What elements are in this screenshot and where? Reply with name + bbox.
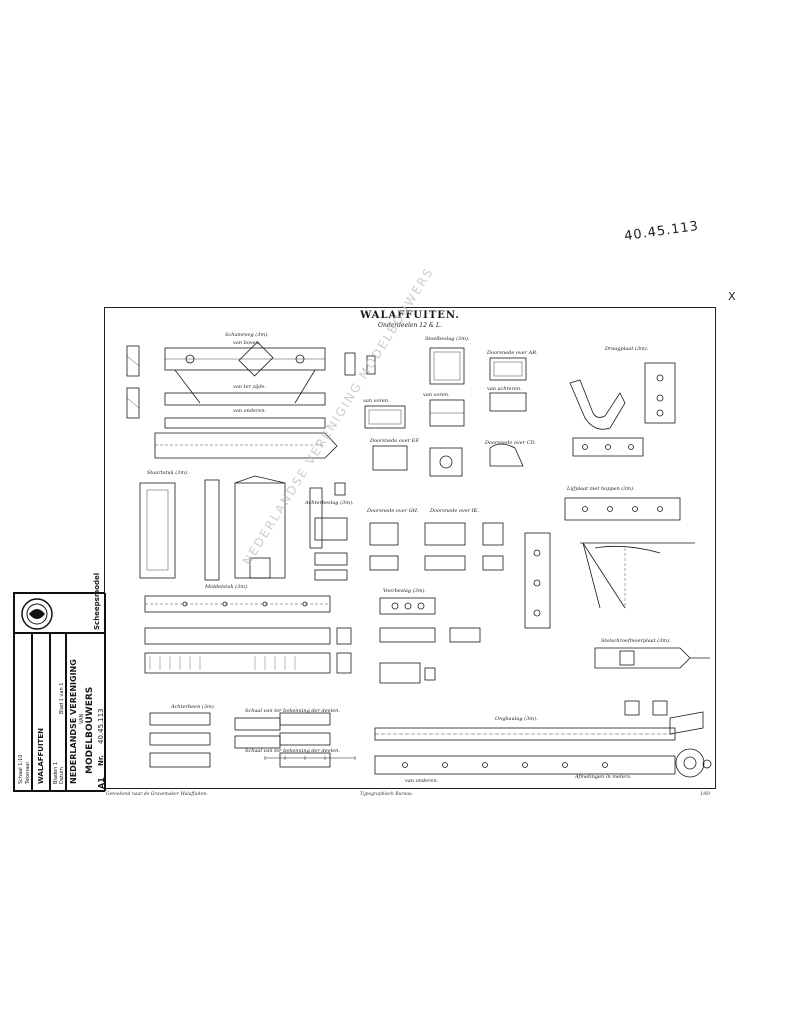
ongkaulag <box>374 700 712 778</box>
label-voorbeslag: Voorbeslag (3m). <box>383 588 427 594</box>
detail-ab <box>126 345 140 419</box>
stoelbeslag <box>364 347 527 477</box>
club-logo-icon <box>21 598 53 630</box>
label-doorsnede-cd: Doorsnede over CD. <box>485 440 536 446</box>
label-van-voren-2: van voren. <box>363 398 390 404</box>
schamel-piece <box>154 341 338 459</box>
label-van-onderen-1: van onderen. <box>233 408 267 414</box>
scale-bars <box>264 756 356 760</box>
field-sheet-of: Blad 1 van 1 <box>59 682 65 714</box>
achterbeslag <box>314 517 504 581</box>
logo-cell: Scheepsmodel <box>14 573 106 633</box>
field-scale: Schaal 1:10 <box>18 754 24 784</box>
label-doorsnede-gh: Doorsnede over GH. <box>367 508 419 514</box>
technical-drawing <box>126 341 712 778</box>
organisation-cell: NEDERLANDSE VERENIGING VAN MODELBOUWERS … <box>66 633 106 791</box>
stelplaat <box>594 647 710 669</box>
drawing-number: 40.45.113 <box>97 708 105 744</box>
label-afmetingen: Afmetingen in meters. <box>575 774 632 780</box>
label-doorsnede-ab: Doorsnede over AB. <box>487 350 538 356</box>
label-lijfplaat: Lijfplaat met hoppen (3m). <box>567 486 635 492</box>
label-achterbeen: Achterbeen (3m). <box>171 704 216 710</box>
archive-number: 40.45.113 <box>623 218 700 245</box>
field-col-3: Bladen 1 Datum Blad 1 van 1 <box>50 633 66 791</box>
drawing-sheet: WALAFFUITEN. Onderdeelen 12 & L. <box>104 307 716 789</box>
middelstuk <box>144 595 352 674</box>
staartstuk <box>139 475 346 581</box>
label-doorsnede-ik: Doorsnede over IK. <box>430 508 479 514</box>
label-van-onderen-2: van onderen. <box>405 778 439 784</box>
label-van-ter-zijde-1: van ter zijde. <box>233 384 267 390</box>
footer-center: Typographisch Bureau. <box>360 792 414 797</box>
organisation-line1: NEDERLANDSE VERENIGING <box>69 659 78 784</box>
label-stelplaat: Stelschroefmoerplaat (3m). <box>601 638 671 644</box>
label-van-achteren-1: van achteren. <box>487 386 522 392</box>
field-date: Datum <box>59 767 65 784</box>
footer-right: 1/60 <box>700 792 711 797</box>
lijfplaat <box>524 497 695 629</box>
drawing-subtitle: Onderdeelen 12 & L. <box>378 322 442 329</box>
field-drafter: Tekenaar <box>25 761 31 784</box>
label-stoel: Stoelbeslag (3m). <box>425 336 470 342</box>
footer-left: Geteekend naar de Gravemaker Walaffuiten… <box>106 792 208 797</box>
draagplaat <box>569 362 676 457</box>
label-schamel: Schamreeg (3m). <box>225 332 269 338</box>
detail-gh <box>344 352 356 376</box>
title-block-object: WALAFFUITEN <box>37 728 45 784</box>
label-ongkaulag: Ongkaulag (3m). <box>495 716 538 722</box>
label-achterbeslag: Achterbeslag (3m). <box>305 500 354 506</box>
label-staartstuk: Staartstuk (3m). <box>147 470 189 476</box>
field-col-2: WALAFFUITEN <box>32 633 50 791</box>
field-col-1: Schaal 1:10 Tekenaar <box>14 633 32 791</box>
title-block-header: Scheepsmodel <box>93 572 101 630</box>
number-label: Nr. <box>97 755 105 766</box>
label-schaal-2: Schaal van ter bekenning der deelen. <box>245 748 340 754</box>
format-label: A1 <box>97 777 106 789</box>
label-draagplaat: Draagplaat (3m). <box>605 346 649 352</box>
voorbeslag <box>379 597 481 684</box>
label-van-voren-1: van voren. <box>423 392 450 398</box>
sheet-mark: X <box>728 290 737 303</box>
label-middelstuk: Middelstuk (3m). <box>205 584 249 590</box>
label-schaal-1: Schaal van ter bekenning der deelen. <box>245 708 340 714</box>
title-block: Scheepsmodel Schaal 1:10 Tekenaar WALAFF… <box>13 573 106 792</box>
label-van-boven-1: van boven. <box>233 340 261 346</box>
organisation-line3: MODELBOUWERS <box>85 686 95 774</box>
achterbeen <box>149 712 331 768</box>
label-doorsnede-ef: Doorsnede over EF. <box>370 438 420 444</box>
drawing-title: WALAFFUITEN. <box>360 310 460 321</box>
